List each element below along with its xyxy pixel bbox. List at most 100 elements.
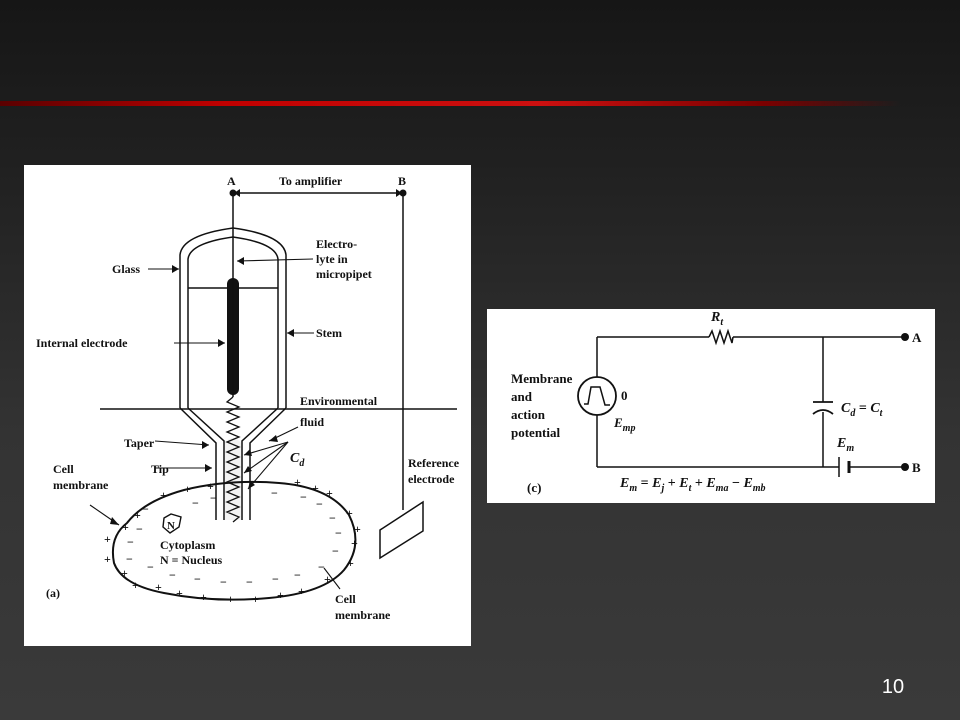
terminal-b-dot <box>901 463 909 471</box>
svg-text:+: + <box>354 522 361 536</box>
internal-electrode-label: Internal electrode <box>36 336 128 350</box>
membrane-potential-equation: Em = Ej + Et + Ema − Emb <box>619 476 766 494</box>
svg-text:+: + <box>104 552 111 566</box>
svg-text:−: − <box>169 568 176 582</box>
zero-label: 0 <box>621 388 628 403</box>
svg-text:−: − <box>192 496 199 510</box>
nucleus-legend-label: N = Nucleus <box>160 553 223 567</box>
terminal-b-label: B <box>398 174 406 188</box>
slide-number: 10 <box>881 676 905 698</box>
svg-text:−: − <box>126 552 133 566</box>
circuit-wires <box>596 336 905 468</box>
arrow-right-icon <box>396 189 402 197</box>
action-potential-waveform-icon <box>584 386 610 406</box>
equivalent-circuit-panel: Rt Cd = Ct Em A B 0 Emp Membrane and act… <box>487 309 935 503</box>
reference-electrode-plate <box>379 500 424 560</box>
panel-c-label: (c) <box>527 480 541 495</box>
svg-text:−: − <box>316 497 323 511</box>
cell-membrane-label-bottom-line2: membrane <box>335 608 391 622</box>
cd-label: Cd <box>290 451 305 469</box>
svg-text:+: + <box>207 479 214 493</box>
red-accent-line <box>0 101 900 106</box>
svg-text:+: + <box>132 578 139 592</box>
micropipet-diagram: A B To amplifier N Cytoplasm N = Nucleus… <box>36 174 460 622</box>
svg-text:+: + <box>347 556 354 570</box>
svg-text:+: + <box>122 520 129 534</box>
svg-text:−: − <box>271 486 278 500</box>
svg-text:+: + <box>351 536 358 550</box>
svg-text:−: − <box>318 560 325 574</box>
resistor-rt-label: Rt <box>710 310 724 328</box>
svg-text:+: + <box>227 592 234 606</box>
equivalent-circuit: Rt Cd = Ct Em A B 0 Emp Membrane and act… <box>511 310 922 495</box>
terminal-a-dot <box>901 333 909 341</box>
capacitor-plate-bottom <box>812 409 834 415</box>
environmental-fluid-label-line1: Environmental <box>300 394 378 408</box>
svg-text:+: + <box>324 572 331 586</box>
svg-text:−: − <box>272 572 279 586</box>
leader-lines <box>89 258 341 590</box>
svg-text:+: + <box>134 508 141 522</box>
svg-text:+: + <box>346 506 353 520</box>
capacitor-label: Cd = Ct <box>841 401 884 419</box>
svg-text:−: − <box>210 491 217 505</box>
terminal-a-label: A <box>227 174 236 188</box>
svg-text:−: − <box>300 490 307 504</box>
terminal-b-label: B <box>912 460 921 475</box>
svg-text:+: + <box>155 580 162 594</box>
svg-text:+: + <box>326 486 333 500</box>
svg-text:−: − <box>246 575 253 589</box>
to-amplifier-label: To amplifier <box>279 174 343 188</box>
svg-text:−: − <box>294 568 301 582</box>
terminal-a-dot <box>229 189 237 197</box>
electrolyte-label-line2: lyte in <box>316 252 348 266</box>
environmental-fluid-label-line2: fluid <box>300 415 324 429</box>
stem-label: Stem <box>316 326 342 340</box>
cell-membrane-label-left-line2: membrane <box>53 478 109 492</box>
reference-electrode-label-line1: Reference <box>408 456 460 470</box>
membrane-potential-source <box>577 376 617 416</box>
svg-text:−: − <box>335 526 342 540</box>
glass-label: Glass <box>112 262 140 276</box>
svg-text:+: + <box>200 590 207 604</box>
svg-text:+: + <box>121 566 128 580</box>
micropipet-diagram-panel: A B To amplifier N Cytoplasm N = Nucleus… <box>24 165 471 646</box>
membrane-label-line3: action <box>511 407 546 422</box>
svg-text:−: − <box>329 511 336 525</box>
svg-text:−: − <box>194 572 201 586</box>
terminal-b-dot <box>399 189 407 197</box>
distributed-capacitance-zigzag <box>225 396 241 523</box>
svg-text:−: − <box>332 544 339 558</box>
battery-em-label: Em <box>836 436 854 454</box>
cytoplasm-label: Cytoplasm <box>160 538 215 552</box>
arrow-left-icon <box>234 189 240 197</box>
nucleus-shape <box>162 513 182 534</box>
svg-text:+: + <box>104 532 111 546</box>
taper-label: Taper <box>124 436 155 450</box>
svg-text:+: + <box>184 482 191 496</box>
svg-text:+: + <box>176 586 183 600</box>
nucleus-symbol: N <box>167 520 175 532</box>
emp-label: Emp <box>613 415 635 434</box>
panel-a-label: (a) <box>46 586 60 600</box>
membrane-charges: +++ +++ +++ +++ +++ +++ +++ +++ −−− −−− … <box>104 475 361 606</box>
electrolyte-label-line3: micropipet <box>316 267 372 281</box>
membrane-label-line2: and <box>511 389 533 404</box>
cell-membrane-label-left-line1: Cell <box>53 462 74 476</box>
electrolyte-label-line1: Electro- <box>316 237 357 251</box>
svg-text:−: − <box>136 522 143 536</box>
tip-label: Tip <box>151 462 169 476</box>
svg-text:+: + <box>277 588 284 602</box>
membrane-label-line4: potential <box>511 425 561 440</box>
svg-text:+: + <box>298 584 305 598</box>
svg-text:−: − <box>142 502 149 516</box>
amplifier-connection <box>232 192 404 510</box>
membrane-label-line1: Membrane <box>511 371 573 386</box>
cell-membrane-outline <box>111 480 357 601</box>
svg-text:−: − <box>147 560 154 574</box>
svg-text:+: + <box>160 488 167 502</box>
reference-electrode-label-line2: electrode <box>408 472 455 486</box>
leader-arrowheads <box>110 257 294 525</box>
terminal-a-label: A <box>912 330 922 345</box>
svg-text:+: + <box>312 481 319 495</box>
